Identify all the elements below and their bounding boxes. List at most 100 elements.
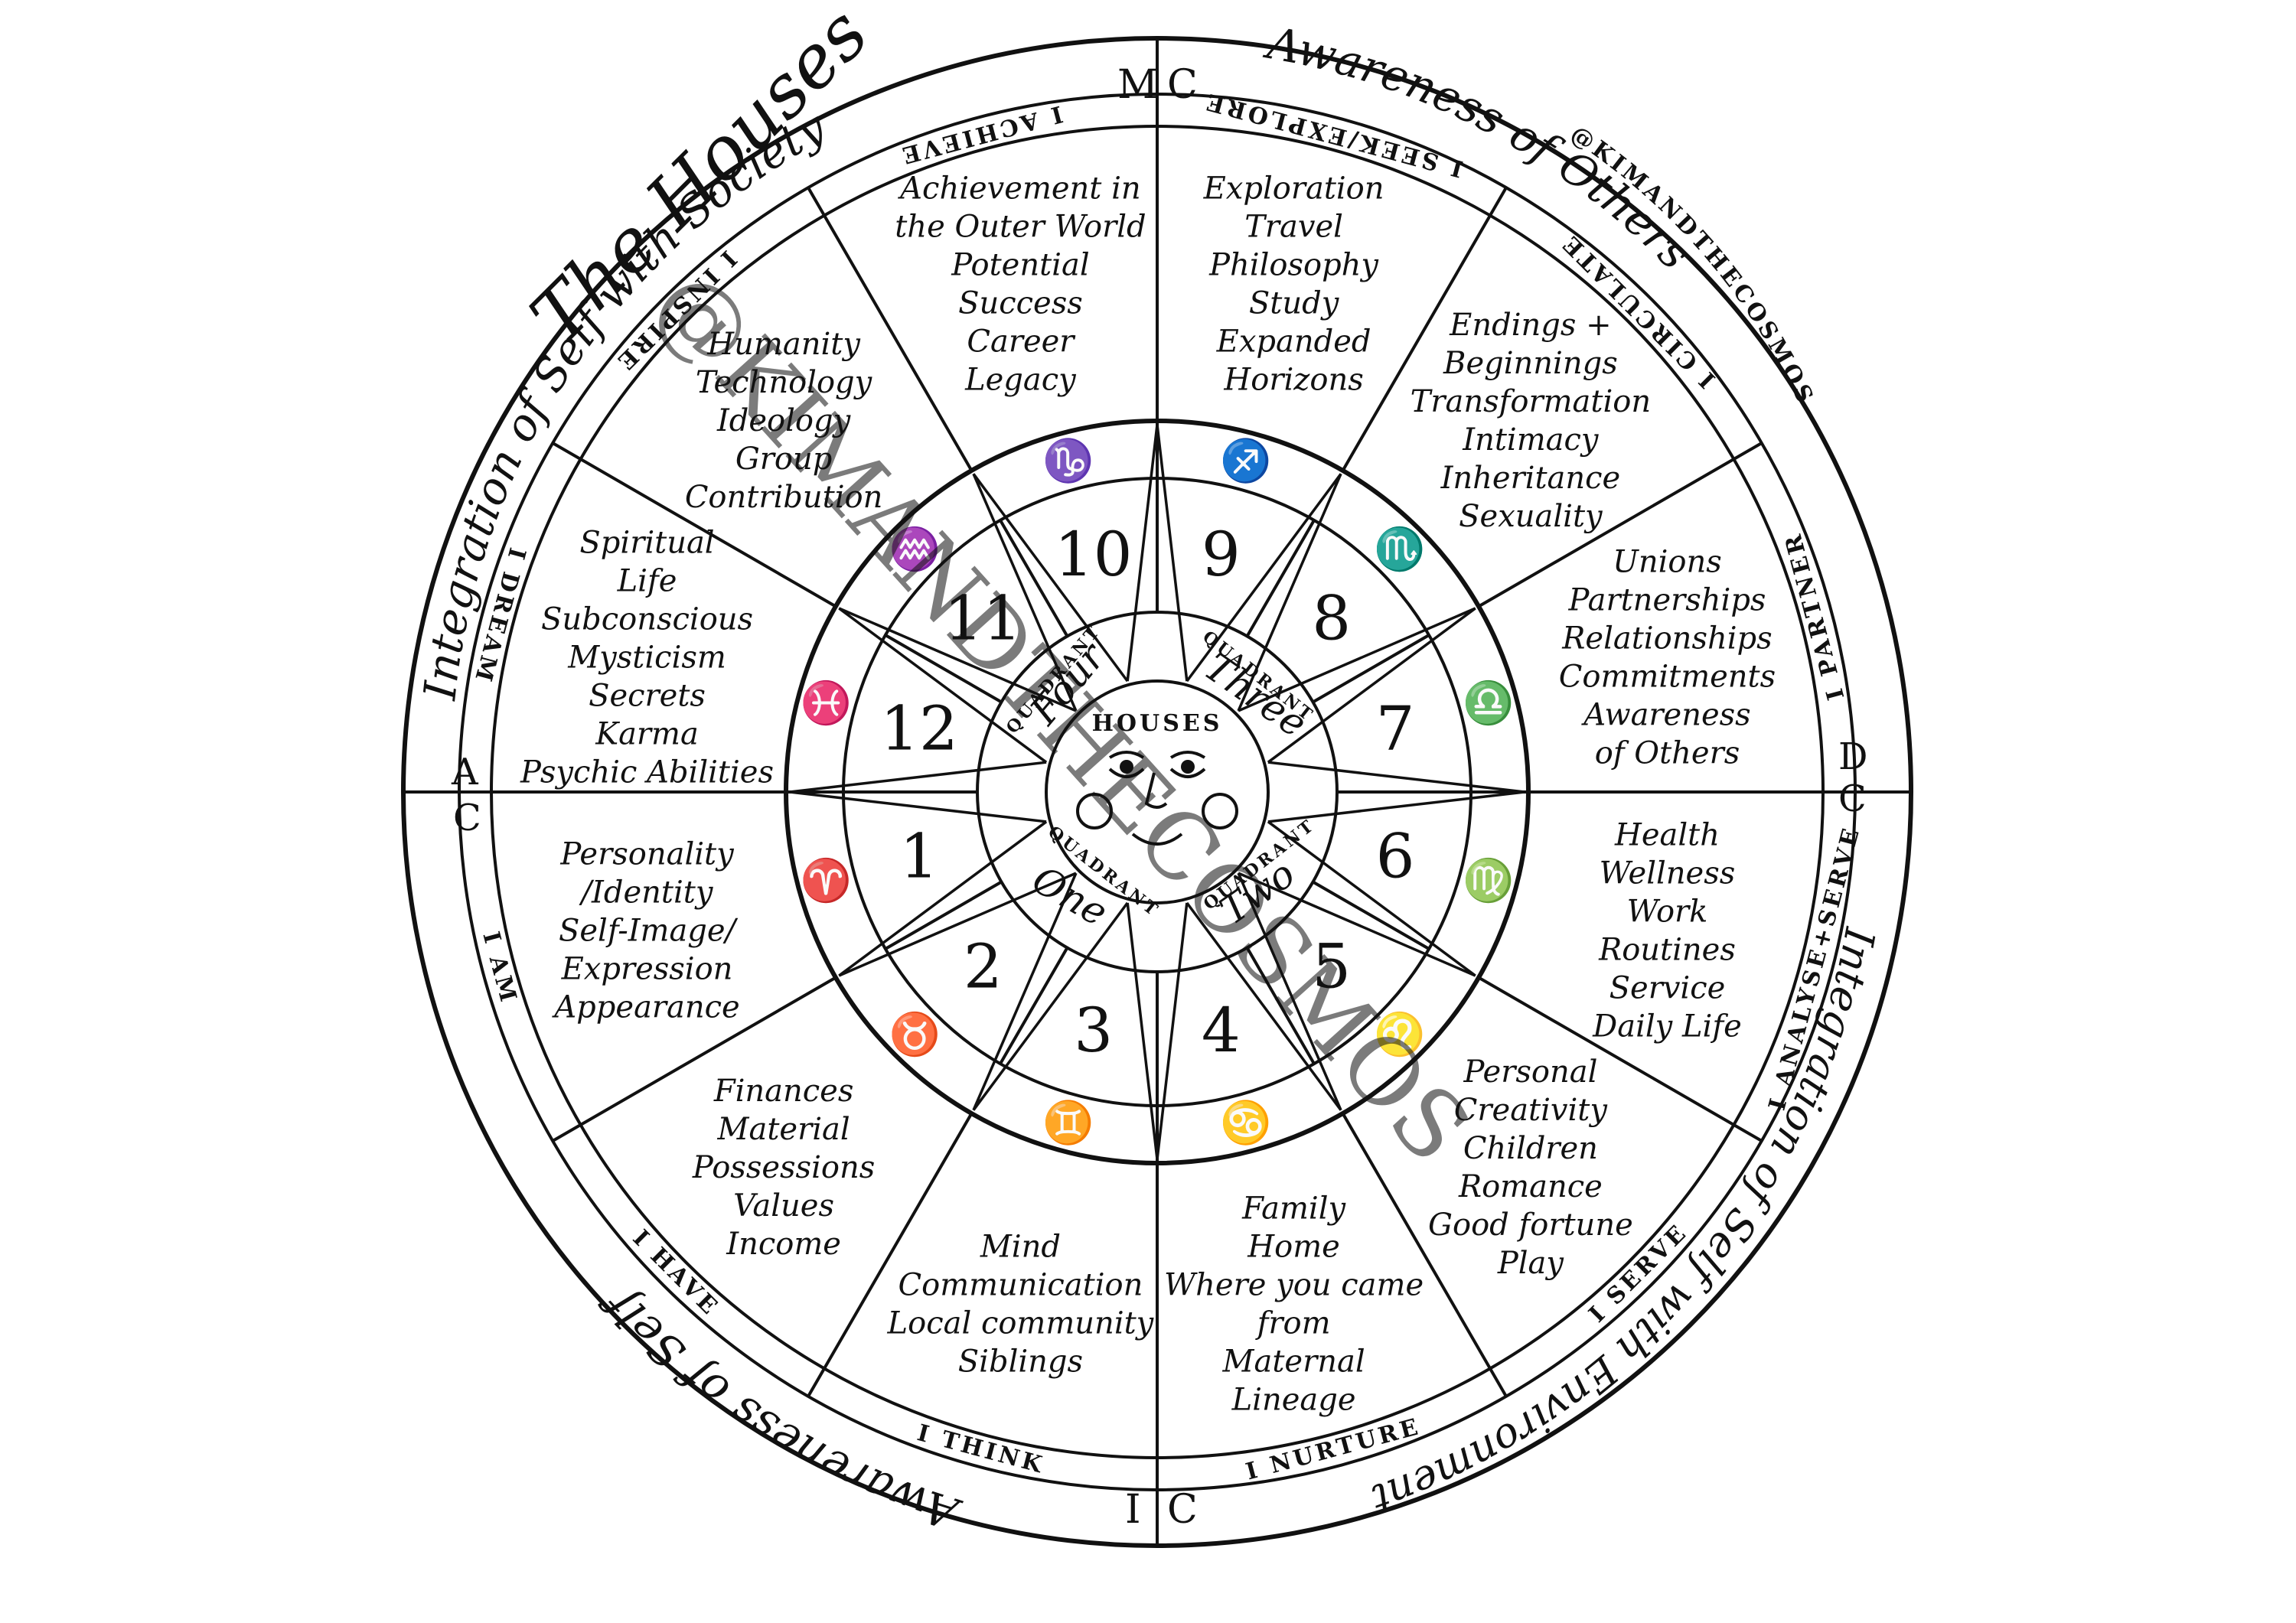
zodiac-sign-icon: ♋ bbox=[1220, 1099, 1271, 1147]
house-keyword: Where you came bbox=[1164, 1267, 1424, 1302]
house-keyword: Unions bbox=[1613, 544, 1722, 579]
angle-dsc-c: C bbox=[1838, 777, 1867, 820]
house-keyword: Study bbox=[1249, 286, 1340, 321]
house-keyword: Personal bbox=[1463, 1054, 1597, 1090]
zodiac-sign-icon: ♌ bbox=[1374, 1010, 1425, 1058]
compass-star bbox=[789, 424, 1525, 1160]
house-number: 8 bbox=[1312, 582, 1351, 653]
house-number: 11 bbox=[944, 582, 1022, 653]
star-point bbox=[789, 761, 1047, 823]
house-keyword: Romance bbox=[1458, 1169, 1603, 1204]
house-cusp-line bbox=[1478, 442, 1763, 608]
angle-asc-c: C bbox=[453, 797, 481, 839]
house-keyword: Mind bbox=[980, 1229, 1061, 1264]
house-keyword: Maternal bbox=[1222, 1344, 1365, 1379]
house-keyword: Play bbox=[1497, 1246, 1565, 1281]
house-cusp-line bbox=[807, 1113, 974, 1397]
house-keyword: Sexuality bbox=[1459, 499, 1603, 534]
zodiac-sign-icon: ♐ bbox=[1220, 436, 1271, 484]
zodiac-sign-icon: ♏ bbox=[1374, 525, 1425, 573]
house-keyword: Service bbox=[1609, 971, 1726, 1006]
angle-asc-a: A bbox=[451, 751, 479, 794]
house-keyword: Exploration bbox=[1203, 171, 1384, 207]
house-keyword: Children bbox=[1463, 1131, 1598, 1166]
star-point bbox=[972, 473, 1129, 712]
house-keyword: Personality bbox=[559, 837, 735, 872]
house-cusp-line bbox=[1341, 1113, 1508, 1397]
house-cusp-line bbox=[552, 976, 837, 1142]
inner-cusp-line bbox=[999, 947, 1069, 1065]
house-keyword: Partnerships bbox=[1568, 582, 1766, 618]
house-keyword: Relationships bbox=[1561, 621, 1772, 656]
house-number: 10 bbox=[1055, 519, 1133, 590]
angle-mc-c: C bbox=[1167, 62, 1198, 108]
house-keyword: Commitments bbox=[1559, 659, 1776, 694]
inner-cusp-line bbox=[999, 519, 1069, 637]
house-keyword: Expression bbox=[561, 952, 733, 987]
house-keyword: Horizons bbox=[1223, 363, 1363, 398]
house-motto: I THINK bbox=[915, 1419, 1048, 1479]
angle-dsc-d: D bbox=[1838, 735, 1867, 778]
house-number: 1 bbox=[900, 820, 939, 891]
center-disc bbox=[1045, 680, 1270, 904]
star-point bbox=[1186, 872, 1342, 1111]
inner-cusp-line bbox=[884, 634, 1003, 704]
house-keyword: Beginnings bbox=[1443, 346, 1618, 381]
star-point bbox=[1126, 424, 1189, 682]
house-keyword: Technology bbox=[696, 365, 873, 400]
house-keyword: Income bbox=[726, 1227, 841, 1262]
house-keyword: Lineage bbox=[1231, 1382, 1356, 1417]
house-keyword: Possessions bbox=[692, 1150, 875, 1185]
angle-ic-i: I bbox=[1125, 1487, 1141, 1533]
zodiac-sign-icon: ♈ bbox=[801, 856, 852, 904]
house-keyword: /Identity bbox=[579, 875, 714, 911]
house-keyword: Ideology bbox=[716, 403, 852, 438]
house-keyword: Health bbox=[1614, 818, 1720, 853]
house-cusp-line bbox=[1478, 976, 1763, 1142]
house-keyword: Appearance bbox=[551, 990, 739, 1025]
star-point bbox=[1126, 902, 1189, 1160]
house-keyword: Family bbox=[1241, 1191, 1346, 1226]
house-keyword: Contribution bbox=[685, 480, 883, 515]
star-point bbox=[1238, 820, 1476, 977]
house-keyword: Endings + bbox=[1449, 308, 1611, 343]
zodiac-sign-icon: ♒ bbox=[889, 525, 941, 573]
house-keyword: Subconscious bbox=[541, 601, 753, 637]
house-keyword: Intimacy bbox=[1462, 422, 1600, 458]
inner-cusp-line bbox=[1312, 880, 1430, 950]
house-dividers bbox=[552, 187, 1763, 1397]
zodiac-sign-icon: ♑ bbox=[1042, 436, 1094, 484]
sun-face-icon bbox=[1076, 751, 1238, 846]
house-number: 3 bbox=[1074, 995, 1113, 1066]
star-point bbox=[1238, 607, 1476, 764]
house-keyword: of Others bbox=[1595, 735, 1740, 771]
house-cusp-line bbox=[1341, 187, 1508, 471]
house-number: 2 bbox=[964, 931, 1003, 1002]
house-keyword: Potential bbox=[951, 248, 1089, 283]
inner-cusp-line bbox=[1245, 947, 1316, 1065]
house-number: 6 bbox=[1376, 820, 1415, 891]
house-keyword: Self-Image/ bbox=[559, 914, 739, 949]
house-keyword: Home bbox=[1247, 1229, 1340, 1264]
house-keyword: Communication bbox=[899, 1267, 1143, 1302]
house-keyword: Awareness bbox=[1580, 697, 1750, 732]
house-keyword: Humanity bbox=[706, 327, 861, 362]
house-keyword: Work bbox=[1627, 895, 1708, 930]
house-keyword: Daily Life bbox=[1592, 1009, 1742, 1045]
house-cusp-line bbox=[552, 442, 837, 608]
house-keyword: Routines bbox=[1598, 933, 1736, 968]
house-keyword: Siblings bbox=[958, 1344, 1083, 1379]
house-keyword: Expanded bbox=[1216, 324, 1371, 360]
star-point bbox=[838, 607, 1077, 764]
inner-cusp-line bbox=[884, 880, 1003, 950]
house-keyword: Values bbox=[733, 1188, 834, 1224]
house-number: 7 bbox=[1376, 693, 1415, 764]
house-keyword: Success bbox=[958, 286, 1083, 321]
house-keyword: Mysticism bbox=[567, 640, 726, 675]
zodiac-sign-icon: ♊ bbox=[1042, 1099, 1094, 1147]
zodiac-sign-icon: ♉ bbox=[889, 1010, 941, 1058]
house-number: 5 bbox=[1312, 931, 1351, 1002]
house-keyword: Local community bbox=[887, 1305, 1155, 1341]
star-point bbox=[838, 820, 1077, 977]
house-keyword: Finances bbox=[713, 1074, 854, 1109]
